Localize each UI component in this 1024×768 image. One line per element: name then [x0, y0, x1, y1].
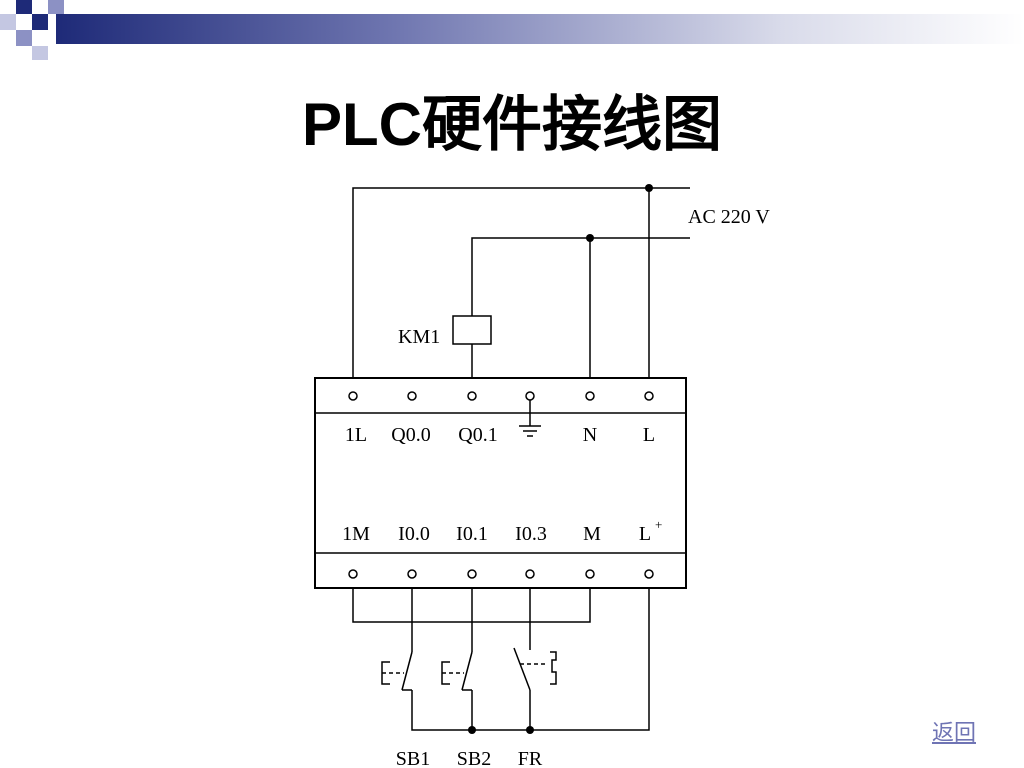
terminal-label: M — [583, 523, 601, 545]
wires — [352, 187, 690, 731]
terminal-label: 1L — [345, 424, 367, 446]
device-label-sb2: SB2 — [457, 748, 491, 768]
device-label-fr: FR — [518, 748, 543, 768]
bottom-terminal-labels: 1M I0.0 I0.1 I0.3 M L + — [342, 517, 662, 545]
l-plus-superscript: + — [655, 517, 662, 532]
junction-dots — [468, 184, 653, 734]
plc-module — [314, 377, 687, 589]
corner-squares-decoration — [0, 0, 80, 64]
bottom-terminal-circles — [348, 569, 654, 579]
top-terminal-labels: 1L Q0.0 Q0.1 N L — [345, 424, 655, 446]
ground-icon — [519, 400, 541, 437]
device-label-sb1: SB1 — [396, 748, 430, 768]
page-title: PLC硬件接线图 — [302, 91, 722, 158]
terminal-label: L — [639, 523, 651, 545]
terminal-label: I0.0 — [398, 523, 430, 545]
return-link[interactable]: 返回 — [931, 721, 976, 746]
sb1-pushbutton-icon — [381, 651, 413, 691]
terminal-label: Q0.1 — [458, 424, 497, 446]
wire-l-supply — [352, 187, 690, 392]
sb2-pushbutton-icon — [441, 651, 473, 691]
terminal-label: L — [643, 424, 655, 446]
terminal-label: I0.3 — [515, 523, 547, 545]
device-labels: SB1 SB2 FR — [396, 748, 543, 768]
supply-label: AC 220 V — [688, 206, 770, 228]
terminal-label: N — [583, 424, 597, 446]
km1-label: KM1 — [398, 326, 440, 348]
fr-thermal-contact-icon — [513, 647, 557, 691]
title-gradient-bar — [56, 14, 1024, 44]
terminal-label: Q0.0 — [391, 424, 430, 446]
terminal-label: I0.1 — [456, 523, 488, 545]
terminal-label: 1M — [342, 523, 370, 545]
wire-n-supply — [471, 237, 690, 316]
km1-coil — [452, 315, 492, 345]
